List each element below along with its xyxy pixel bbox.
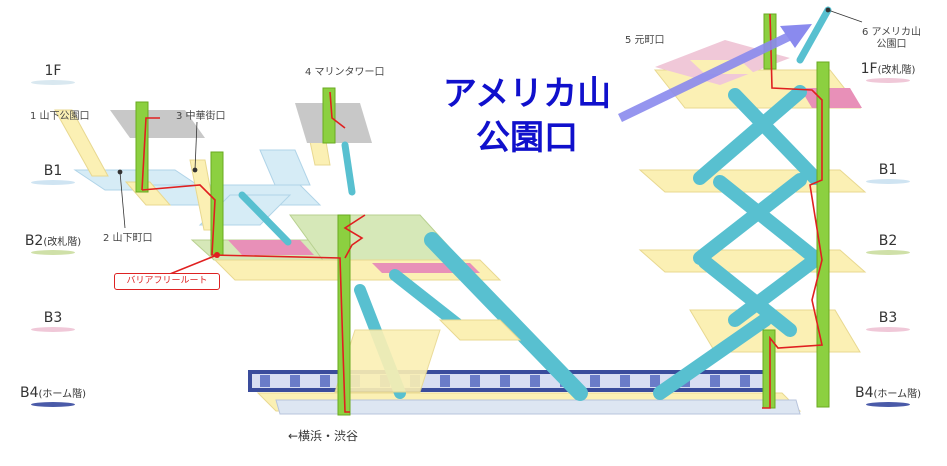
level-left-1f: 1F <box>13 63 93 85</box>
route-marker <box>214 252 220 258</box>
exit-label-motomachi[interactable]: 5 元町口 <box>625 35 665 46</box>
b3-stairs-center <box>334 319 522 393</box>
exit-label-chukagai[interactable]: 3 中華街口 <box>176 111 226 122</box>
exit-label-america-yama-line1: 6 アメリカ山 <box>862 27 922 38</box>
exit-label-america-yama-line2: 公園口 <box>876 39 907 50</box>
escalator-group-right <box>653 6 832 400</box>
level-right-b1: B1 <box>848 162 928 184</box>
highlight-arrow <box>618 24 812 123</box>
highlight-line2: 公園口 <box>476 118 578 158</box>
exit-pointers <box>117 7 863 229</box>
level-right-1f: 1F(改札階) <box>848 61 928 83</box>
level-left-b2: B2(改札階) <box>13 233 93 255</box>
level-left-b1: B1 <box>13 163 93 185</box>
exit-label-yamashita-cho[interactable]: 2 山下町口 <box>103 233 153 244</box>
exit-label-marine-tower[interactable]: 4 マリンタワー口 <box>305 67 385 78</box>
barrier-free-route-badge: バリアフリールート <box>114 273 220 290</box>
highlight-line1: アメリカ山 <box>442 74 612 114</box>
level-right-b3: B3 <box>848 310 928 332</box>
exit-label-america-yama[interactable]: 6 アメリカ山 公園口 <box>862 27 921 51</box>
direction-label: ←横浜・渋谷 <box>288 429 359 443</box>
level-left-b3: B3 <box>13 310 93 332</box>
highlight-exit-heading: アメリカ山 公園口 <box>432 72 622 160</box>
level-right-b2: B2 <box>848 233 928 255</box>
exit-label-yamashita-koen[interactable]: 1 山下公園口 <box>30 111 90 122</box>
level-right-b4: B4(ホーム階) <box>848 385 928 407</box>
level-left-b4: B4(ホーム階) <box>13 385 93 407</box>
